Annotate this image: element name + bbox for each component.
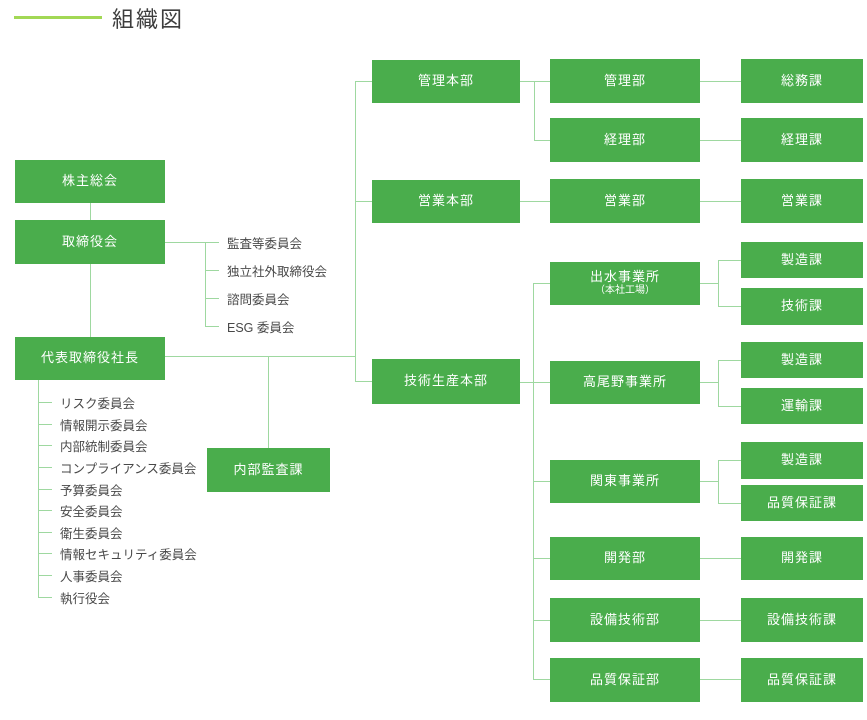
connector bbox=[534, 140, 550, 141]
connector bbox=[268, 356, 269, 448]
title-accent-line bbox=[14, 16, 102, 19]
president-committee-item: 情報セキュリティ委員会 bbox=[38, 543, 197, 565]
connector bbox=[355, 81, 356, 382]
connector bbox=[700, 201, 741, 202]
org-node-kanto-manufacturing-section: 製造課 bbox=[741, 442, 863, 479]
izumi-site-subtitle: （本社工場） bbox=[595, 285, 655, 297]
connector bbox=[205, 242, 206, 327]
tick-line bbox=[205, 297, 219, 299]
org-node-quality-assurance-dept: 品質保証部 bbox=[550, 658, 700, 702]
president-committee-item: 情報開示委員会 bbox=[38, 414, 197, 436]
connector bbox=[700, 481, 718, 482]
president-committee-item: 内部統制委員会 bbox=[38, 435, 197, 457]
tick-line bbox=[205, 269, 219, 271]
tick-line bbox=[38, 553, 52, 555]
president-committee-item: コンプライアンス委員会 bbox=[38, 457, 197, 479]
board-committee-item: 独立社外取締役会 bbox=[205, 256, 327, 284]
org-node-internal-audit: 内部監査課 bbox=[207, 448, 330, 492]
connector bbox=[700, 283, 718, 284]
org-node-admin-hq: 管理本部 bbox=[372, 60, 520, 103]
org-node-equipment-tech-section: 設備技術課 bbox=[741, 598, 863, 642]
connector bbox=[534, 81, 535, 140]
connector bbox=[718, 503, 741, 504]
org-node-sales-dept: 営業部 bbox=[550, 179, 700, 223]
president-committee-item: 執行役会 bbox=[38, 586, 197, 608]
president-committee-item: 人事委員会 bbox=[38, 565, 197, 587]
org-node-development-dept: 開発部 bbox=[550, 537, 700, 580]
board-committee-item: 監査等委員会 bbox=[205, 228, 327, 256]
org-node-development-section: 開発課 bbox=[741, 537, 863, 580]
tick-line bbox=[38, 531, 52, 533]
tick-line bbox=[38, 596, 52, 598]
tick-line bbox=[38, 575, 52, 577]
tick-line bbox=[38, 488, 52, 490]
org-node-kanto-quality-assurance-section: 品質保証課 bbox=[741, 485, 863, 521]
org-node-board: 取締役会 bbox=[15, 220, 165, 264]
connector bbox=[520, 382, 550, 383]
connector bbox=[718, 360, 741, 361]
org-node-accounting-dept: 経理部 bbox=[550, 118, 700, 162]
connector bbox=[355, 81, 372, 82]
connector bbox=[520, 81, 550, 82]
board-committee-item: 諮問委員会 bbox=[205, 284, 327, 312]
connector bbox=[90, 264, 91, 337]
connector bbox=[533, 283, 550, 284]
tick-line bbox=[38, 423, 52, 425]
tick-line bbox=[205, 325, 219, 327]
connector bbox=[718, 406, 741, 407]
connector bbox=[355, 201, 372, 202]
connector bbox=[718, 460, 741, 461]
connector bbox=[165, 356, 355, 357]
connector bbox=[700, 140, 741, 141]
org-node-kanto-site: 関東事業所 bbox=[550, 460, 700, 503]
org-node-izumi-site: 出水事業所（本社工場） bbox=[550, 262, 700, 305]
org-node-takaono-site: 高尾野事業所 bbox=[550, 361, 700, 404]
connector bbox=[718, 306, 741, 307]
tick-line bbox=[38, 402, 52, 404]
org-node-quality-assurance-section: 品質保証課 bbox=[741, 658, 863, 702]
org-node-shareholders: 株主総会 bbox=[15, 160, 165, 203]
connector bbox=[700, 558, 741, 559]
connector bbox=[533, 481, 550, 482]
org-node-equipment-tech-dept: 設備技術部 bbox=[550, 598, 700, 642]
tick-line bbox=[38, 467, 52, 469]
connector bbox=[90, 203, 91, 220]
president-committee-item: 安全委員会 bbox=[38, 500, 197, 522]
board-committee-list: 監査等委員会 独立社外取締役会 諮問委員会 ESG 委員会 bbox=[205, 228, 327, 340]
org-node-president: 代表取締役社長 bbox=[15, 337, 165, 380]
org-node-sales-hq: 営業本部 bbox=[372, 180, 520, 223]
connector bbox=[718, 360, 719, 406]
tick-line bbox=[38, 445, 52, 447]
org-node-izumi-engineering-section: 技術課 bbox=[741, 288, 863, 325]
tick-line bbox=[205, 241, 219, 243]
connector bbox=[700, 679, 741, 680]
president-committee-list: リスク委員会 情報開示委員会 内部統制委員会 コンプライアンス委員会 予算委員会… bbox=[38, 392, 197, 608]
connector bbox=[700, 382, 718, 383]
connector bbox=[533, 620, 550, 621]
president-committee-item: リスク委員会 bbox=[38, 392, 197, 414]
board-committee-item: ESG 委員会 bbox=[205, 312, 327, 340]
connector bbox=[533, 558, 550, 559]
org-node-tech-production-hq: 技術生産本部 bbox=[372, 359, 520, 404]
org-node-izumi-manufacturing-section: 製造課 bbox=[741, 242, 863, 278]
connector bbox=[533, 679, 550, 680]
connector bbox=[165, 242, 205, 243]
org-node-takaono-manufacturing-section: 製造課 bbox=[741, 342, 863, 378]
president-committee-item: 衛生委員会 bbox=[38, 522, 197, 544]
org-node-sales-section: 営業課 bbox=[741, 179, 863, 223]
org-node-accounting-section: 経理課 bbox=[741, 118, 863, 162]
page-title: 組織図 bbox=[112, 7, 185, 32]
org-node-takaono-transport-section: 運輸課 bbox=[741, 388, 863, 424]
connector bbox=[700, 620, 741, 621]
president-committee-item: 予算委員会 bbox=[38, 478, 197, 500]
tick-line bbox=[38, 510, 52, 512]
connector bbox=[718, 460, 719, 503]
org-node-general-affairs-section: 総務課 bbox=[741, 59, 863, 103]
connector bbox=[718, 260, 741, 261]
org-node-admin-dept: 管理部 bbox=[550, 59, 700, 103]
connector bbox=[520, 201, 550, 202]
connector bbox=[718, 260, 719, 307]
connector bbox=[355, 381, 372, 382]
connector bbox=[700, 81, 741, 82]
